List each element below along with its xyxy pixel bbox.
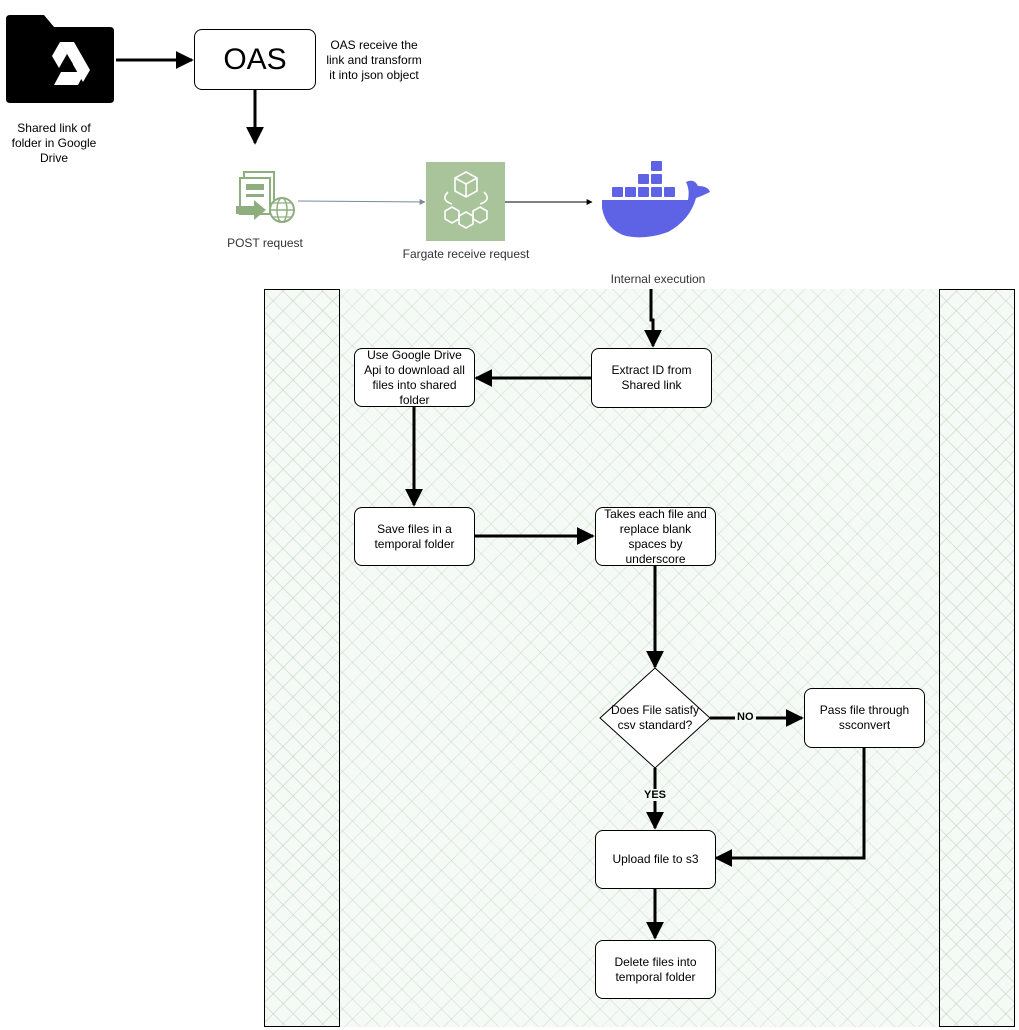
ssconvert-box: Pass file through ssconvert (804, 688, 925, 748)
oas-box: OAS (194, 29, 316, 90)
post-request-icon (236, 171, 295, 223)
decision-text: Does File satisfy csv standard? (610, 703, 700, 732)
decision-diamond-shape (599, 667, 711, 769)
edge-internal-extract (644, 289, 662, 348)
replace-spaces-text: Takes each file and replace blank spaces… (604, 506, 707, 566)
google-drive-folder-icon (6, 15, 114, 103)
fargate-icon (426, 162, 505, 241)
extract-id-box: Extract ID from Shared link (591, 348, 712, 408)
delete-files-box: Delete files into temporal folder (595, 940, 716, 999)
upload-s3-text: Upload file to s3 (612, 852, 699, 866)
fargate-label: Fargate receive request (402, 247, 530, 261)
internal-label: Internal execution (610, 272, 706, 286)
oas-label: OAS (223, 42, 287, 76)
no-label: NO (735, 711, 756, 723)
download-files-box: Use Google Drive Api to download all fil… (354, 348, 475, 407)
yes-label: YES (642, 789, 669, 801)
save-files-box: Save files in a temporal folder (354, 507, 475, 566)
save-files-text: Save files in a temporal folder (374, 521, 455, 551)
edge-post-fargate (297, 198, 426, 205)
extract-id-text: Extract ID from Shared link (611, 363, 692, 392)
replace-spaces-box: Takes each file and replace blank spaces… (595, 507, 716, 566)
docker-whale-icon (602, 161, 710, 238)
drive-caption: Shared link of folder in Google Drive (11, 121, 97, 165)
edge-ssconvert-upload (714, 748, 866, 867)
ssconvert-text: Pass file through ssconvert (819, 703, 910, 732)
swimlane-center (339, 289, 940, 1027)
delete-files-text: Delete files into temporal folder (614, 954, 697, 984)
post-label: POST request (227, 236, 303, 250)
oas-note: OAS receive the link and transform it in… (326, 38, 422, 82)
download-files-text: Use Google Drive Api to download all fil… (364, 347, 465, 407)
upload-s3-box: Upload file to s3 (595, 830, 716, 889)
